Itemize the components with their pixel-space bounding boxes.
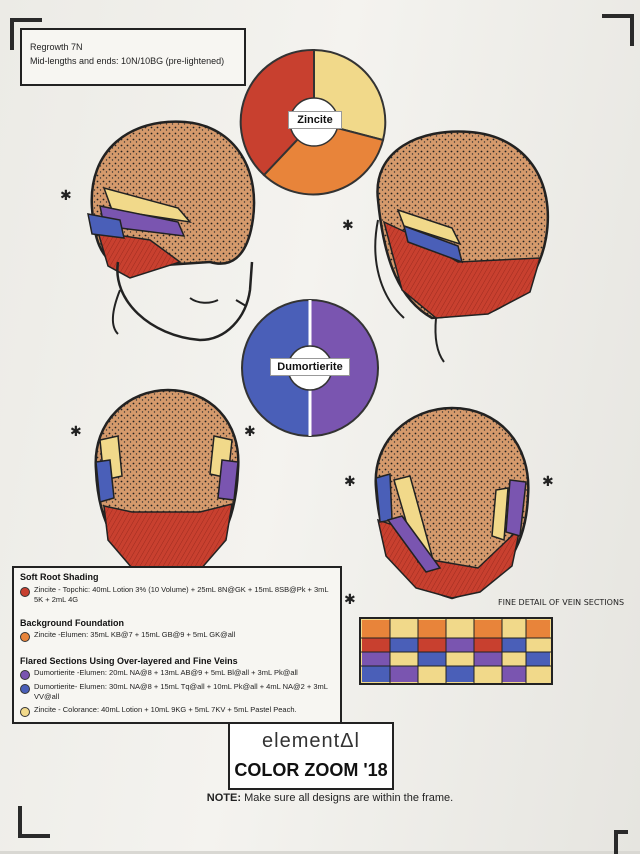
svg-text:✱: ✱ xyxy=(542,474,554,490)
frame-note: NOTE: Make sure all designs are within t… xyxy=(150,792,510,804)
legend-title-soft-root: Soft Root Shading xyxy=(20,572,99,582)
frame-corner-top-right xyxy=(602,14,634,46)
svg-text:✱: ✱ xyxy=(344,474,356,490)
legend-item-colorance: Zincite - Colorance: 40mL Lotion + 10mL … xyxy=(34,705,297,714)
head-back-view-veins: ✱ ✱ xyxy=(344,406,554,600)
svg-text:✱: ✱ xyxy=(342,218,354,234)
frame-corner-bottom-right xyxy=(614,830,628,854)
legend-item-elumen-purple: Dumortierite -Elumen: 20mL NA@8 + 13mL A… xyxy=(34,668,298,677)
svg-text:✱: ✱ xyxy=(244,424,256,440)
event-logo: elementΔl COLOR ZOOM '18 xyxy=(228,722,394,790)
color-legend: Soft Root Shading Zincite - Topchic: 40m… xyxy=(12,566,342,724)
dumortierite-label: Dumortierite xyxy=(270,358,350,376)
legend-swatch-purple xyxy=(20,670,30,680)
note-prefix: NOTE: xyxy=(206,792,242,804)
legend-item-topchic: Zincite - Topchic: 40mL Lotion 3% (10 Vo… xyxy=(34,585,329,604)
legend-title-background: Background Foundation xyxy=(20,618,124,628)
head-back-view: ✱ ✱ xyxy=(70,388,256,582)
legend-item-elumen-background: Zincite -Elumen: 35mL KB@7 + 15mL GB@9 +… xyxy=(34,630,236,639)
vein-section-detail-grid: ✱ xyxy=(344,592,553,685)
logo-brand: elementΔl xyxy=(262,730,360,752)
legend-item-elumen-blue: Dumortierite- Elumen: 30mL NA@8 + 15mL T… xyxy=(34,682,328,701)
legend-swatch-orange xyxy=(20,632,30,642)
svg-text:✱: ✱ xyxy=(70,424,82,440)
svg-text:✱: ✱ xyxy=(344,592,356,608)
formula-regrowth: Regrowth 7N xyxy=(30,42,83,52)
legend-title-flared: Flared Sections Using Over-layered and F… xyxy=(20,656,238,666)
frame-corner-top-left xyxy=(10,18,42,50)
note-text: Make sure all designs are within the fra… xyxy=(241,792,454,804)
head-back-right-view: ✱ xyxy=(342,130,550,363)
fine-detail-label: FINE DETAIL OF VEIN SECTIONS xyxy=(498,598,625,607)
zincite-label: Zincite xyxy=(288,111,342,129)
formula-box: Regrowth 7N Mid-lengths and ends: 10N/10… xyxy=(20,28,246,86)
formula-mid-lengths: Mid-lengths and ends: 10N/10BG (pre-ligh… xyxy=(30,56,225,66)
legend-swatch-yellow xyxy=(20,707,30,717)
frame-corner-bottom-left xyxy=(18,806,50,838)
svg-text:✱: ✱ xyxy=(60,188,72,204)
logo-event-title: COLOR ZOOM '18 xyxy=(234,760,388,780)
head-front-left-view: ✱ xyxy=(60,120,256,342)
legend-swatch-red xyxy=(20,587,30,597)
legend-swatch-blue xyxy=(20,684,30,694)
